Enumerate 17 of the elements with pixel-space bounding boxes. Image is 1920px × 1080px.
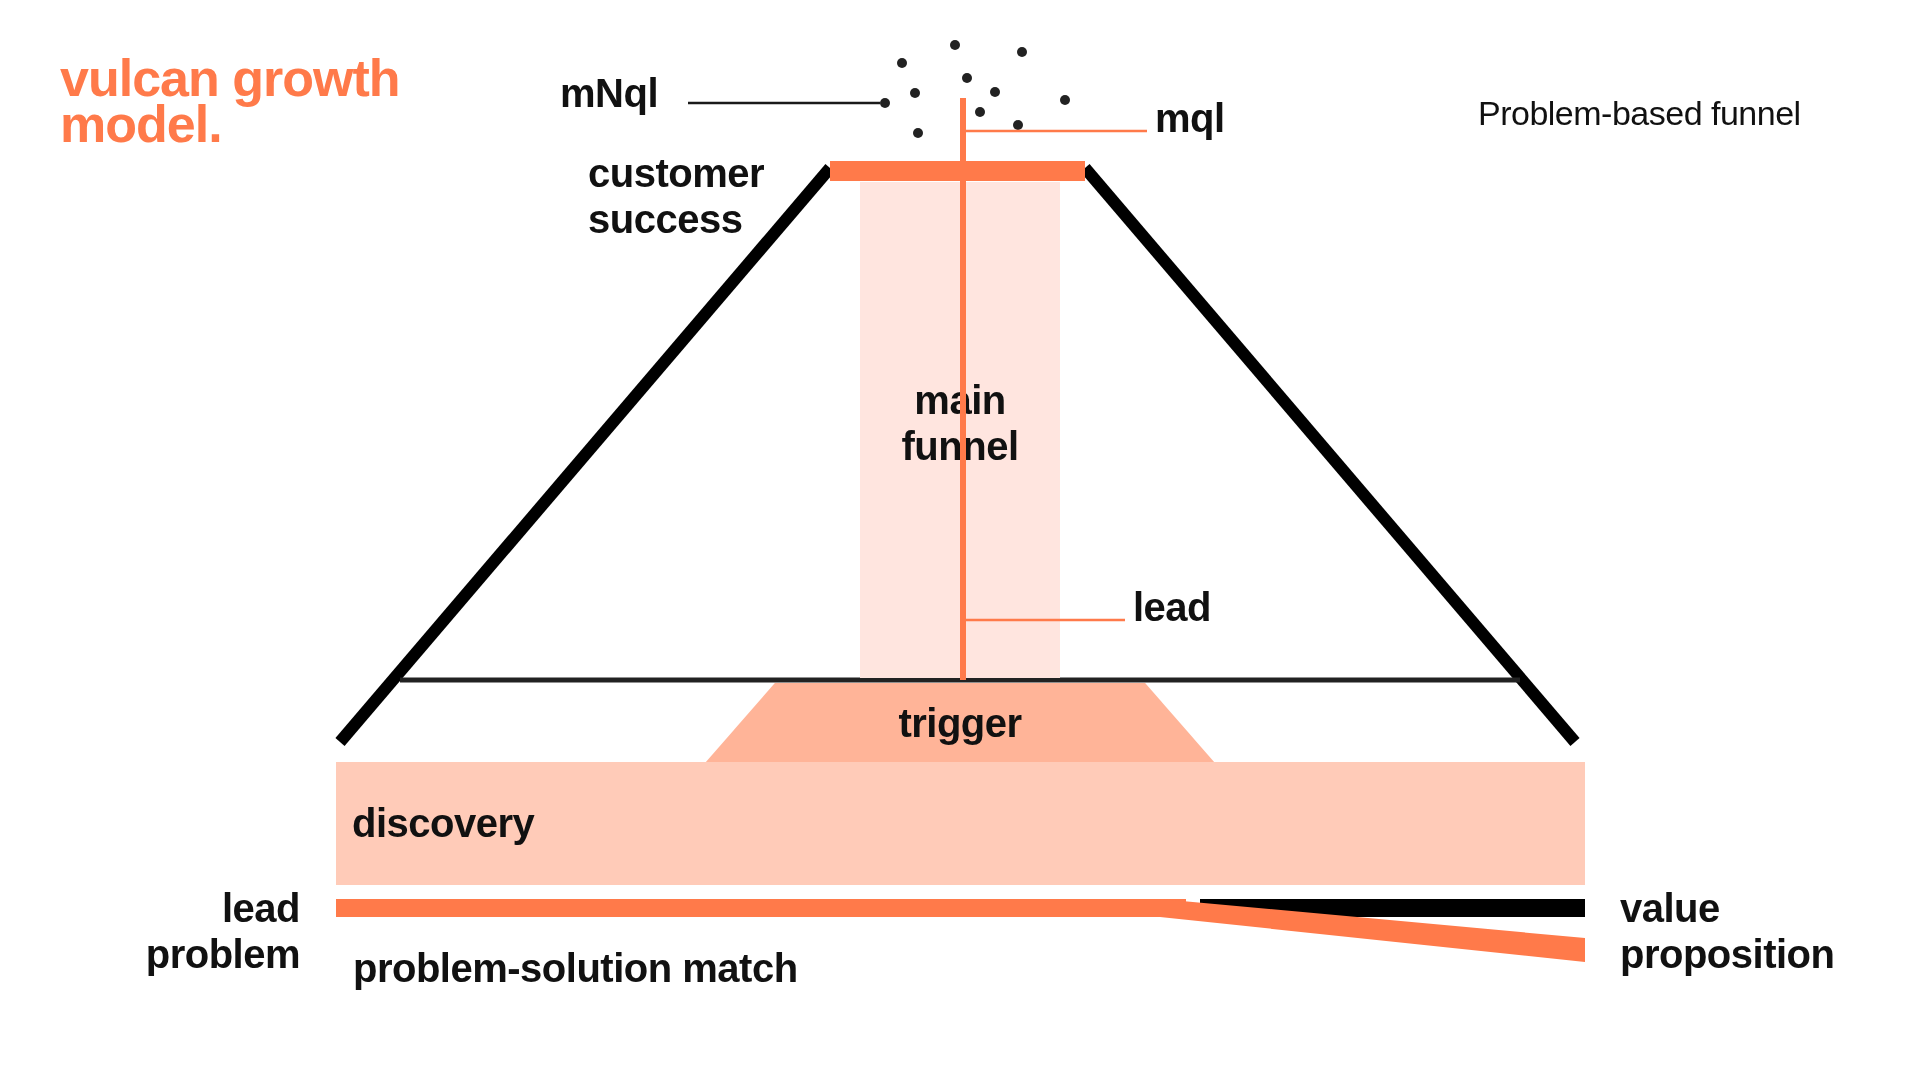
leader-line [966,129,1147,133]
funnel-band [860,182,1060,678]
text-label: customer success [588,150,766,242]
leader-label: lead [1133,584,1223,634]
title: vulcan growth model. [60,55,401,147]
text-label: lead problem [144,885,300,977]
leader-line [688,101,880,105]
band-label: discovery [352,800,535,846]
text-label: value proposition [1620,885,1836,977]
band-label: trigger [898,700,1022,746]
text-label: problem-solution match [353,945,799,991]
dots-cloud [880,40,1070,140]
leader-label: mNql [560,70,680,120]
text-label: Problem-based funnel [1478,93,1802,134]
discovery-band [336,762,1585,885]
leader-label: mql [1155,95,1235,145]
leader-line [966,618,1125,622]
